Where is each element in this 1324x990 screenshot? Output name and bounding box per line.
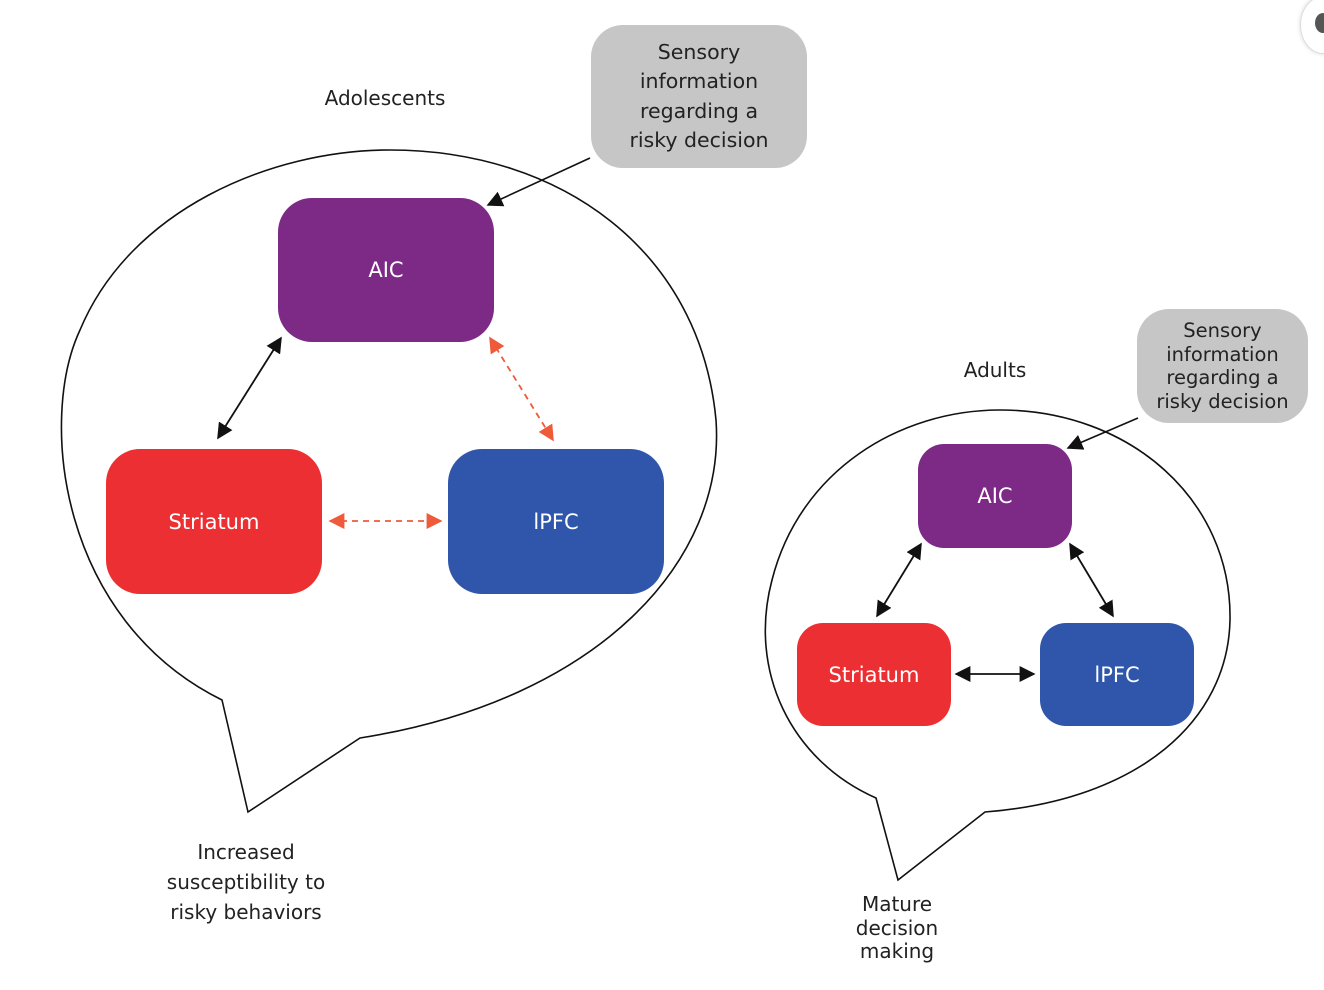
callout-line: information <box>639 69 759 93</box>
adults-outcome: Mature decision making <box>832 892 962 964</box>
adolescents-pfc-node: lPFC <box>448 449 664 594</box>
adults-sensory-callout: Sensory information regarding a risky de… <box>1137 309 1308 423</box>
outcome-line: risky behaviors <box>170 900 322 924</box>
outcome-line: Increased <box>197 840 295 864</box>
adolescents-bubble <box>60 149 718 814</box>
adults-aic-pfc-link <box>1069 542 1114 618</box>
outcome-line: making <box>859 939 935 963</box>
node-label: Striatum <box>168 509 260 534</box>
adults-title: Adults <box>963 358 1027 382</box>
node-label: AIC <box>977 484 1013 508</box>
callout-line: Sensory <box>657 39 741 64</box>
callout-line: Sensory <box>1183 319 1262 342</box>
callout-line: risky decision <box>629 128 769 152</box>
adults-aic-node: AIC <box>918 444 1072 548</box>
adults-callout-arrow <box>1066 417 1139 450</box>
adults-aic-striatum-link <box>876 542 922 618</box>
callout-line: risky decision <box>1156 389 1289 413</box>
outcome-line: Mature <box>861 892 933 916</box>
adults-striatum-node: Striatum <box>797 623 951 726</box>
outcome-line: decision <box>855 915 939 940</box>
node-label: lPFC <box>533 509 579 534</box>
node-label: lPFC <box>1094 662 1140 687</box>
node-label: AIC <box>368 258 404 282</box>
adolescents-aic-striatum-link <box>217 336 282 440</box>
callout-line: regarding a <box>1166 366 1279 389</box>
callout-line: regarding a <box>639 98 759 123</box>
adolescents-title: Adolescents <box>324 86 446 110</box>
adolescents-outcome: Increased susceptibility to risky behavi… <box>146 837 346 927</box>
adults-pfc-node: lPFC <box>1040 623 1194 726</box>
adolescents-striatum-node: Striatum <box>106 449 322 594</box>
adolescents-aic-node: AIC <box>278 198 494 342</box>
node-label: Striatum <box>828 662 920 687</box>
callout-line: information <box>1166 342 1279 366</box>
outcome-line: susceptibility to <box>166 870 326 894</box>
adolescents-callout-arrow <box>486 157 591 207</box>
adolescents-aic-pfc-link <box>489 336 554 442</box>
adolescents-sensory-callout: Sensory information regarding a risky de… <box>591 25 807 168</box>
adults-bubble <box>764 409 1231 882</box>
